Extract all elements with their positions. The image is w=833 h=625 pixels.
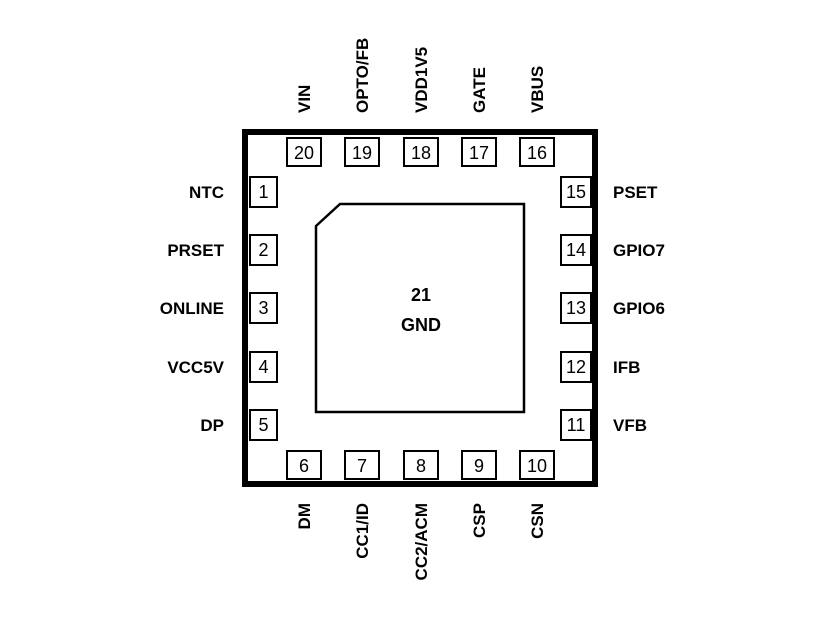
pin-13-box [560, 292, 592, 324]
pin-2-label: PRSET [167, 241, 224, 260]
package-outline [242, 129, 598, 487]
pin-1-number: 1 [258, 182, 268, 202]
pin-1-box [249, 176, 278, 208]
pin-20-box [286, 137, 322, 167]
pin-1-label: NTC [189, 183, 224, 202]
pin-14-label: GPIO7 [613, 241, 665, 260]
pin-20-label: VIN [295, 85, 314, 113]
pin-16-number: 16 [527, 143, 547, 163]
pin-15-box [560, 176, 592, 208]
pin-19-number: 19 [352, 143, 372, 163]
pin-3-box [249, 292, 278, 324]
pin-9-label: CSP [470, 503, 489, 538]
pin-7-label: CC1/ID [353, 503, 372, 559]
pin-18-box [403, 137, 439, 167]
pin-8-number: 8 [416, 456, 426, 476]
pin-20-number: 20 [294, 143, 314, 163]
pin-2-number: 2 [258, 240, 268, 260]
pin-13-number: 13 [566, 298, 586, 318]
pin-8-box [403, 450, 439, 480]
pin-10-box [519, 450, 555, 480]
pin-14-number: 14 [566, 240, 586, 260]
pad-name: GND [401, 315, 441, 335]
pin-5-number: 5 [258, 415, 268, 435]
pin-9-number: 9 [474, 456, 484, 476]
pin-16-label: VBUS [528, 66, 547, 113]
pin-17-label: GATE [470, 67, 489, 113]
pin-15-label: PSET [613, 183, 658, 202]
pins-layer: 1 NTC 2 PRSET 3 ONLINE 4 VCC5V 5 DP 11 VFB 12 IFB 13 GP… [160, 38, 665, 581]
pad-number: 21 [411, 285, 431, 305]
pin-5-box [249, 409, 278, 441]
pin-7-number: 7 [357, 456, 367, 476]
pin-4-label: VCC5V [167, 358, 224, 377]
pin-12-label: IFB [613, 358, 640, 377]
pin-13-label: GPIO6 [613, 299, 665, 318]
pin-16-box [519, 137, 555, 167]
pin-14-box [560, 234, 592, 266]
pin-19-label: OPTO/FB [353, 38, 372, 113]
pin-19-box [344, 137, 380, 167]
pin-9-box [461, 450, 497, 480]
pin-3-number: 3 [258, 298, 268, 318]
exposed-pad [314, 202, 526, 414]
pin-11-label: VFB [613, 416, 647, 435]
pin-10-number: 10 [527, 456, 547, 476]
pin-4-number: 4 [258, 357, 268, 377]
pin-8-label: CC2/ACM [412, 503, 431, 580]
pin-15-number: 15 [566, 182, 586, 202]
pin-4-box [249, 351, 278, 383]
pin-18-label: VDD1V5 [412, 47, 431, 113]
pin-17-box [461, 137, 497, 167]
pin-3-label: ONLINE [160, 299, 224, 318]
pin-11-box [560, 409, 592, 441]
pin-12-number: 12 [566, 357, 586, 377]
pin-12-box [560, 351, 592, 383]
pin-11-number: 11 [567, 415, 586, 435]
pin-5-label: DP [200, 416, 224, 435]
pin-18-number: 18 [411, 143, 431, 163]
pin-10-label: CSN [528, 503, 547, 539]
pin-17-number: 17 [469, 143, 489, 163]
pin-6-number: 6 [299, 456, 309, 476]
pin-6-box [286, 450, 322, 480]
pin-2-box [249, 234, 278, 266]
pin-6-label: DM [295, 503, 314, 529]
pin-7-box [344, 450, 380, 480]
